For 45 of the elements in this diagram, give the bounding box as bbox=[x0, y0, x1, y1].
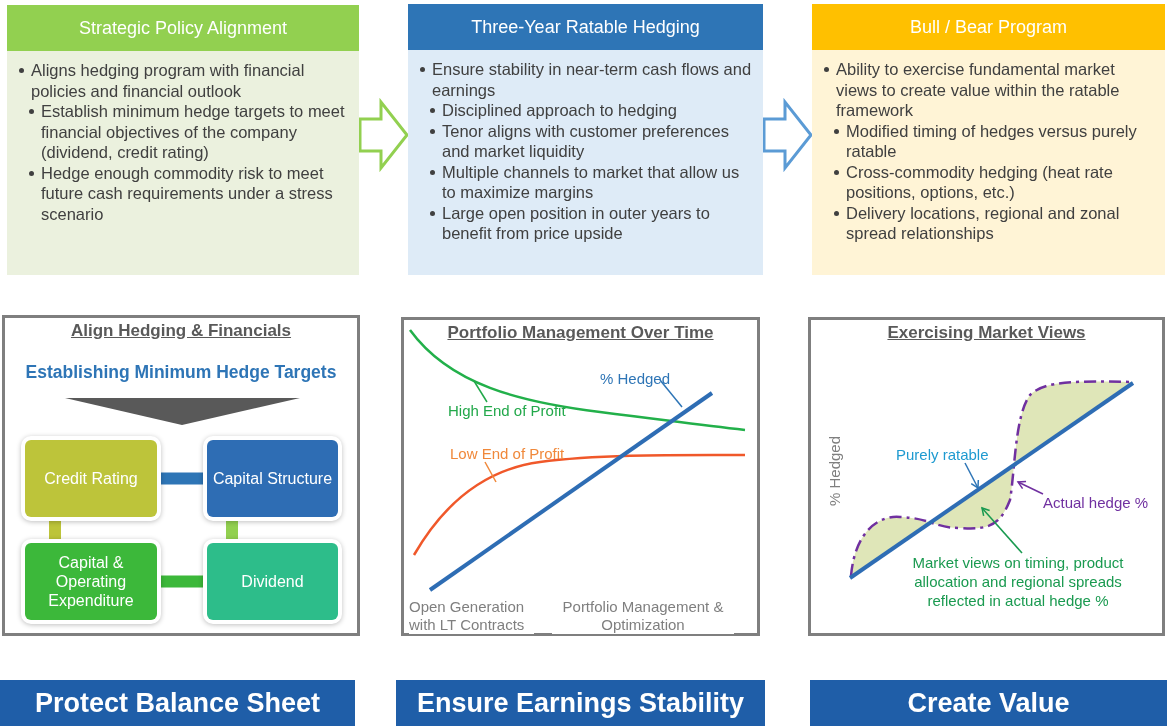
curve-label: High End of Profit bbox=[448, 402, 566, 419]
leader-line bbox=[484, 461, 497, 483]
axis-label: Portfolio Management & Optimization bbox=[552, 598, 734, 634]
bullet-text: Hedge enough commodity risk to meet future cash requirements under a stress scenario bbox=[27, 162, 351, 224]
panel-title: Align Hedging & Financials bbox=[69, 321, 293, 341]
bullet-text: Large open position in outer years to benefit from price upside bbox=[428, 202, 755, 244]
axis-label: Open Generation with LT Contracts bbox=[409, 598, 534, 634]
bullet-text: Ensure stability in near-term cash flows and earnings bbox=[418, 59, 755, 100]
banner: Protect Balance Sheet bbox=[0, 680, 355, 726]
arrow-label: Actual hedge % bbox=[1043, 494, 1149, 511]
panel-heading: Strategic Policy Alignment bbox=[7, 5, 359, 51]
leader-line bbox=[659, 379, 683, 408]
curve-label: % Hedged bbox=[600, 370, 671, 387]
axis-label: % Hedged bbox=[826, 435, 845, 507]
leader-line bbox=[473, 380, 488, 403]
panel-title: Portfolio Management Over Time bbox=[446, 323, 715, 343]
panel-title: Exercising Market Views bbox=[886, 323, 1087, 343]
bullet-text: Multiple channels to market that allow us to maximize margins bbox=[428, 161, 755, 203]
annotation-text: Market views on timing, product allocation and regional spreads reflected in actual hedge % bbox=[906, 553, 1130, 610]
panel-heading: Three-Year Ratable Hedging bbox=[408, 4, 763, 50]
banner: Ensure Earnings Stability bbox=[396, 680, 765, 726]
curve-label: Low End of Profit bbox=[450, 445, 565, 462]
banner: Create Value bbox=[810, 680, 1167, 726]
chart-panel bbox=[401, 317, 760, 636]
bullet-text: Modified timing of hedges versus purely ratable bbox=[832, 120, 1157, 162]
bullet-text: Delivery locations, regional and zonal spread relationships bbox=[832, 202, 1157, 244]
bullet-text: Ability to exercise fundamental market views to create value within the ratable framework bbox=[822, 59, 1157, 121]
arrow bbox=[964, 462, 980, 489]
bullet-text: Aligns hedging program with financial policies and financial outlook bbox=[17, 60, 351, 101]
chart-panel bbox=[2, 315, 360, 636]
bullet-text: Cross-commodity hedging (heat rate positions, options, etc.) bbox=[832, 161, 1157, 203]
info-panel bbox=[7, 5, 359, 275]
arrow bbox=[1017, 480, 1044, 495]
chart-panel bbox=[808, 317, 1165, 636]
bullet-text: Establish minimum hedge targets to meet financial objectives of the company (dividend, credit rating) bbox=[27, 101, 351, 163]
bullet-text: Disciplined approach to hedging bbox=[428, 100, 755, 121]
bullet-text: Tenor aligns with customer preferences and market liquidity bbox=[428, 120, 755, 162]
block-arrow bbox=[358, 97, 409, 173]
arrow-label: Purely ratable bbox=[896, 446, 989, 463]
info-panel bbox=[408, 4, 763, 275]
subtitle: Establishing Minimum Hedge Targets bbox=[24, 362, 338, 383]
panel-heading: Bull / Bear Program bbox=[812, 4, 1165, 50]
arrow bbox=[981, 507, 1023, 554]
info-panel bbox=[812, 4, 1165, 275]
block-arrow bbox=[762, 97, 813, 173]
